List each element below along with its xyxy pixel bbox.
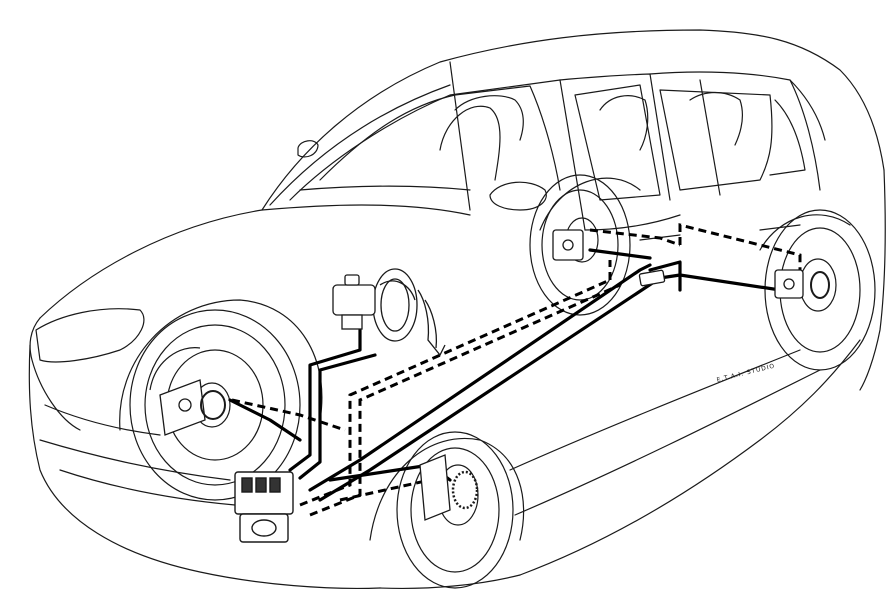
master-cylinder-reservoir — [332, 274, 376, 330]
brake-lines-solid — [228, 248, 782, 502]
pressure-valve — [638, 269, 666, 287]
side-mirror — [297, 140, 319, 158]
steering-wheel — [489, 181, 547, 211]
wheel-front-left — [129, 309, 301, 501]
caliper-rear-left — [419, 454, 479, 521]
wheel-front-right — [529, 174, 631, 316]
brake-booster — [372, 268, 418, 342]
abs-modulator-unit — [234, 471, 294, 543]
caliper-front-left — [159, 379, 226, 436]
caliper-rear-right — [774, 269, 830, 299]
wheel-rear-left — [396, 431, 514, 589]
car-body — [28, 29, 886, 590]
brake-lines-dashed — [231, 223, 802, 517]
caliper-front-right — [552, 229, 584, 261]
brake-pedal-linkage — [417, 289, 446, 357]
headlight — [35, 308, 145, 363]
